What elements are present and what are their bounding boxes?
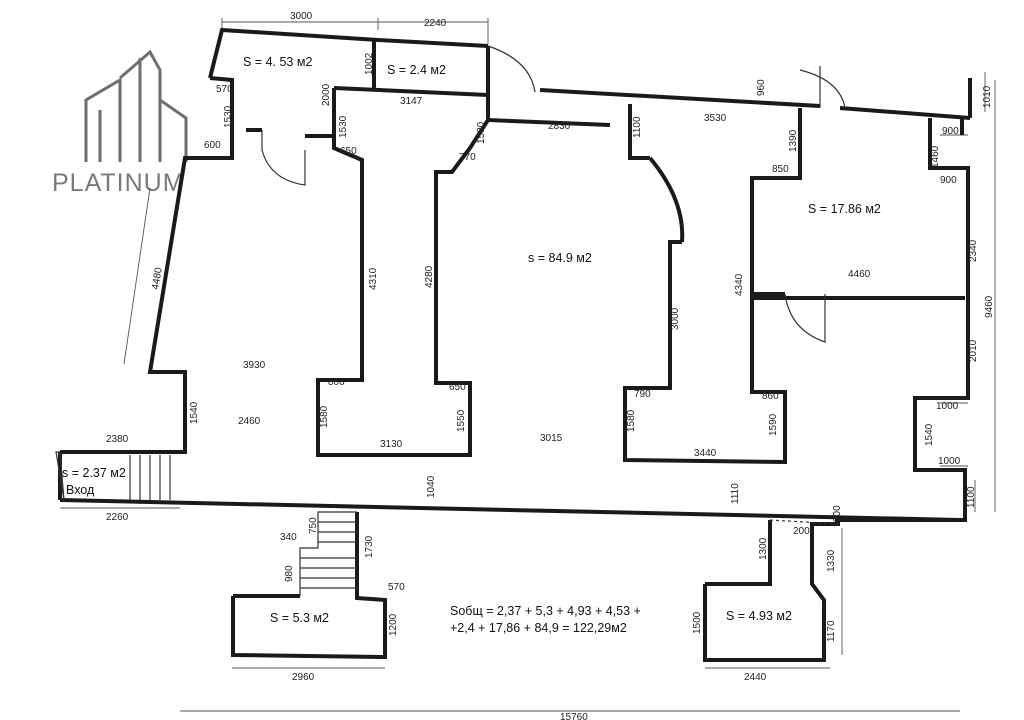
- dimension-label: 1200: [388, 613, 399, 636]
- dimension-label: 3015: [540, 433, 563, 444]
- dimension-label: 750: [308, 517, 319, 534]
- dimension-label: 600: [204, 140, 221, 151]
- dimension-label: 1040: [426, 475, 437, 498]
- building-skyline-icon: [84, 49, 188, 162]
- dimension-label: 1730: [364, 535, 375, 558]
- dimension-label: 300: [832, 505, 843, 522]
- brand-name: PLATINUM: [52, 169, 185, 197]
- dimension-label: 2830: [548, 121, 571, 132]
- doors: [246, 45, 846, 525]
- dimension-label: 3530: [704, 113, 727, 124]
- entrance-area-label: s = 2.37 м2: [62, 466, 126, 480]
- dimension-label: 1460: [930, 145, 941, 168]
- dimension-label: 980: [284, 565, 295, 582]
- dimension-label: 1100: [966, 486, 977, 508]
- dimension-label: 2460: [238, 416, 261, 427]
- dimension-label: 1580: [319, 405, 330, 428]
- bottom-left-room-label: S = 5.3 м2: [270, 611, 329, 625]
- dimension-label: 650: [340, 146, 357, 157]
- dimension-label: 4280: [424, 265, 435, 288]
- dimension-label: 1170: [826, 620, 837, 642]
- dimension-label: 790: [634, 389, 651, 400]
- dimension-label: 1002: [364, 52, 375, 75]
- dimension-lines: [60, 18, 996, 712]
- dimension-label: 4480: [150, 266, 165, 290]
- dimension-label: 3147: [400, 96, 423, 107]
- dimension-label: 200: [793, 526, 810, 537]
- dimension-label: 1540: [924, 423, 935, 446]
- dimension-label: 1540: [189, 401, 200, 424]
- small-room-b-label: S = 2.4 м2: [387, 63, 446, 77]
- walls: [58, 27, 972, 662]
- dimension-label: 1330: [826, 549, 837, 572]
- dimension-label: 9460: [984, 295, 995, 318]
- dimension-label: 900: [940, 175, 957, 186]
- dimension-label: 1300: [758, 537, 769, 560]
- dimension-label: 15760: [560, 712, 588, 720]
- dimension-label: 1110: [730, 483, 741, 504]
- small-room-a-label: S = 4. 53 м2: [243, 55, 312, 69]
- dimension-label: 650: [449, 382, 466, 393]
- dimension-label: 850: [772, 164, 789, 175]
- dimension-label: 1500: [692, 611, 703, 634]
- dimension-label: 4310: [368, 267, 379, 290]
- dimension-label: 1550: [456, 409, 467, 432]
- dimension-label: 900: [942, 126, 959, 137]
- dimension-label: 1000: [936, 401, 959, 412]
- dimension-label: 4340: [734, 273, 745, 296]
- entrance-name-label: Вход: [66, 483, 95, 497]
- dimension-label: 2000: [321, 83, 332, 106]
- dimension-label: 860: [762, 391, 779, 402]
- dimension-label: 3130: [380, 439, 403, 450]
- dimension-label: 1530: [338, 115, 349, 138]
- total-area-line-2: +2,4 + 17,86 + 84,9 = 122,29м2: [450, 621, 627, 635]
- dimension-label: 770: [459, 152, 476, 163]
- total-area-line-1: Sобщ = 2,37 + 5,3 + 4,93 + 4,53 +: [450, 604, 641, 618]
- dimension-label: 2240: [424, 18, 447, 29]
- dimension-label: 1580: [476, 121, 487, 144]
- bottom-right-room-label: S = 4.93 м2: [726, 609, 792, 623]
- dimension-label: 4460: [848, 269, 871, 280]
- dimension-label: 570: [388, 582, 405, 593]
- dimension-label: 570: [216, 84, 233, 95]
- dimension-label: 3000: [670, 307, 681, 330]
- dimension-label: 2960: [292, 672, 315, 683]
- right-room-label: S = 17.86 м2: [808, 202, 881, 216]
- dimension-label: 2010: [968, 339, 979, 362]
- dimension-label: 340: [280, 532, 297, 543]
- dimension-label: 2380: [106, 434, 129, 445]
- dimension-label: 2440: [744, 672, 767, 683]
- dimension-label: 1390: [788, 129, 799, 152]
- dimension-label: 1580: [626, 409, 637, 432]
- dimension-label: 1530: [223, 105, 234, 128]
- stairs: [55, 451, 357, 596]
- dimension-label: 1590: [768, 413, 779, 436]
- dimension-labels: 3000 2240 1002 960 1010 570 1530 2000 60…: [106, 11, 995, 720]
- dimension-label: 2260: [106, 512, 129, 523]
- dimension-label: 1000: [938, 456, 961, 467]
- dimension-label: 1100: [632, 116, 643, 138]
- dimension-label: 3440: [694, 448, 717, 459]
- dimension-label: 3000: [290, 11, 313, 22]
- main-hall-label: s = 84.9 м2: [528, 251, 592, 265]
- dimension-label: 800: [328, 377, 345, 388]
- dimension-label: 2340: [968, 239, 979, 262]
- dimension-label: 3930: [243, 360, 266, 371]
- dimension-label: 1010: [982, 85, 993, 108]
- dimension-label: 960: [756, 79, 767, 96]
